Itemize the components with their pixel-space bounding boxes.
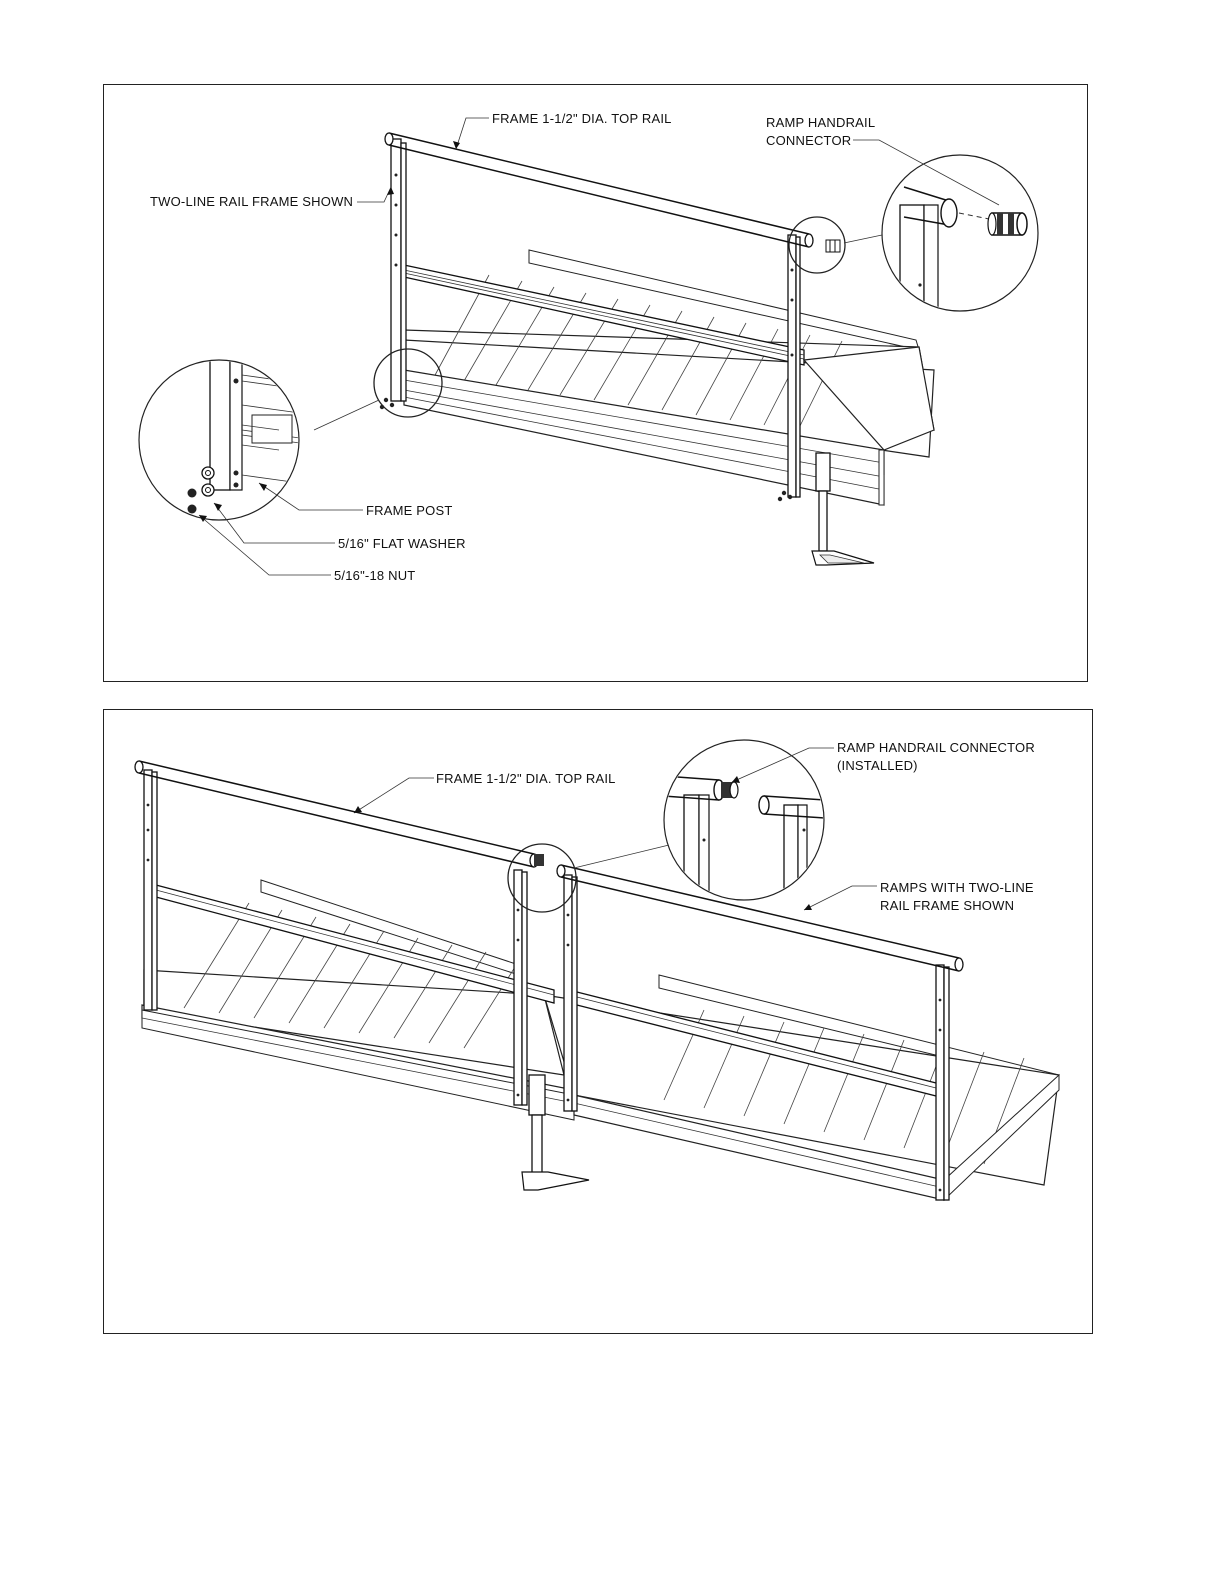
handrail-connector-installed [721,782,738,798]
diagram-panel-top: FRAME 1-1/2" DIA. TOP RAIL RAMP HANDRAIL… [103,84,1088,682]
label-flat-washer: 5/16" FLAT WASHER [338,536,466,551]
ramp-handrail-drawing-bottom: FRAME 1-1/2" DIA. TOP RAIL RAMP HANDRAIL… [104,710,1094,1335]
label-nut: 5/16"-18 NUT [334,568,415,583]
handrail-connector-part [988,213,1027,235]
label-top-rail: FRAME 1-1/2" DIA. TOP RAIL [436,771,616,786]
label-connector-line2: CONNECTOR [766,133,851,148]
connector-small [826,240,840,252]
detail-lens-connector-installed [664,740,824,920]
label-rail-frame: TWO-LINE RAIL FRAME SHOWN [150,194,353,209]
detail-lens-connector [882,155,1038,325]
frame-post-3 [564,875,572,1111]
ramp-handrail-drawing-top: FRAME 1-1/2" DIA. TOP RAIL RAMP HANDRAIL… [104,85,1089,683]
diagram-panel-bottom: FRAME 1-1/2" DIA. TOP RAIL RAMP HANDRAIL… [103,709,1093,1334]
label-connector-line1: RAMP HANDRAIL [766,115,875,130]
label-connector-line2: (INSTALLED) [837,758,918,773]
top-rail [385,133,813,247]
frame-post-right-side [796,237,800,497]
label-top-rail: FRAME 1-1/2" DIA. TOP RAIL [492,111,672,126]
label-ramps-line1: RAMPS WITH TWO-LINE [880,880,1034,895]
detail-lens-bolts [139,355,314,520]
label-frame-post: FRAME POST [366,503,453,518]
frame-post-left [391,139,401,401]
frame-post-left-side [401,143,406,401]
label-ramps-line2: RAIL FRAME SHOWN [880,898,1014,913]
frame-post-right [788,235,796,497]
label-connector-line1: RAMP HANDRAIL CONNECTOR [837,740,1035,755]
